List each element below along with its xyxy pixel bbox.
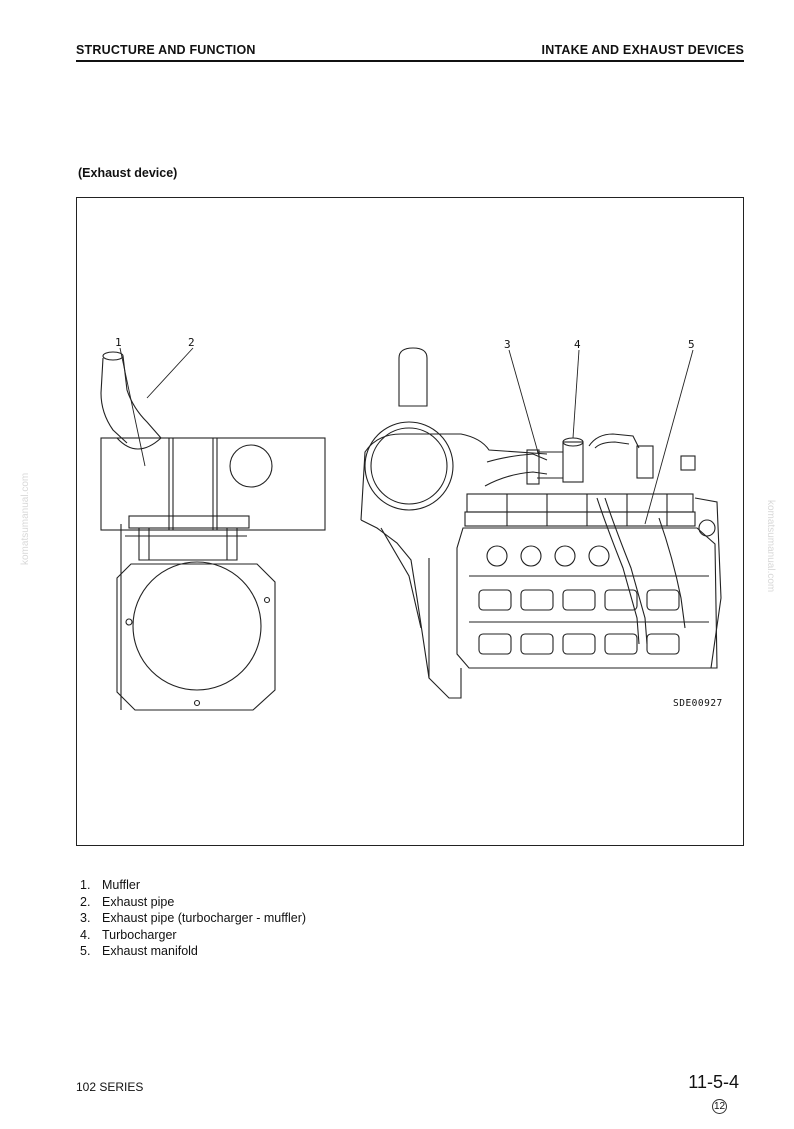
page-number: 11-5-4 (688, 1072, 739, 1092)
revision-mark: 12 (712, 1099, 727, 1114)
watermark-left: komatsumanual.com (20, 472, 31, 565)
front-view (100, 351, 326, 711)
callout-leaders (119, 347, 694, 525)
legend-item: 2.Exhaust pipe (80, 894, 175, 909)
header-right-title: INTAKE AND EXHAUST DEVICES (541, 43, 744, 57)
parts-legend: 1.Muffler 2.Exhaust pipe 3.Exhaust pipe … (80, 877, 306, 960)
header-left-title: STRUCTURE AND FUNCTION (76, 43, 256, 57)
side-view (360, 347, 722, 699)
legend-item: 5.Exhaust manifold (80, 944, 198, 958)
legend-item: 1.Muffler (80, 878, 140, 892)
footer-series: 102 SERIES (76, 1080, 144, 1094)
callout-3: 3 (504, 338, 511, 351)
callout-1: 1 (115, 336, 122, 349)
engine-drawing (100, 347, 722, 711)
callout-2: 2 (188, 336, 195, 349)
figure-frame: 1 2 3 4 5 SDE00927 (76, 197, 744, 846)
callout-5: 5 (688, 338, 695, 351)
header-rule (76, 60, 744, 62)
legend-item: 3.Exhaust pipe (turbocharger - muffler) (80, 911, 307, 925)
figure-code: SDE00927 (673, 698, 723, 709)
legend-item: 4.Turbocharger (80, 927, 177, 942)
callout-4: 4 (574, 338, 581, 351)
section-title: (Exhaust device) (78, 166, 178, 180)
watermark-right: komatsumanual.com (765, 500, 776, 593)
